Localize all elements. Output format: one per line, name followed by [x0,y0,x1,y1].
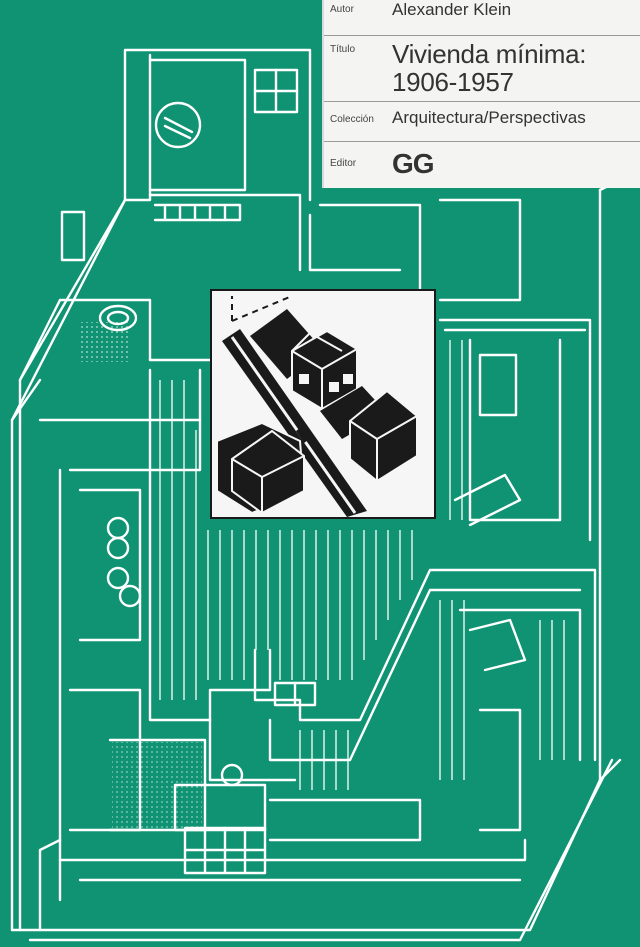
book-title: Vivienda mínima: 1906-1957 [392,40,586,96]
publisher-row: Editor GG [324,142,640,188]
catalog-label-panel: Autor Alexander Klein Título Vivienda mí… [322,0,640,188]
publisher-key: Editor [330,158,357,169]
title-row: Título Vivienda mínima: 1906-1957 [324,36,640,102]
author-name: Alexander Klein [392,0,512,19]
publisher-logo: GG [392,148,435,179]
houses-emblem-icon [216,295,418,517]
author-row: Autor Alexander Klein [324,0,640,36]
collection-name: Arquitectura/Perspectivas [392,108,586,127]
houses-and-road-emblem [210,289,436,519]
title-key: Título [330,44,356,55]
author-key: Autor [330,4,354,15]
collection-key: Colección [330,114,374,125]
book-title-line-2: 1906-1957 [392,67,514,97]
collection-row: Colección Arquitectura/Perspectivas [324,102,640,142]
book-title-line-1: Vivienda mínima: [392,39,587,69]
